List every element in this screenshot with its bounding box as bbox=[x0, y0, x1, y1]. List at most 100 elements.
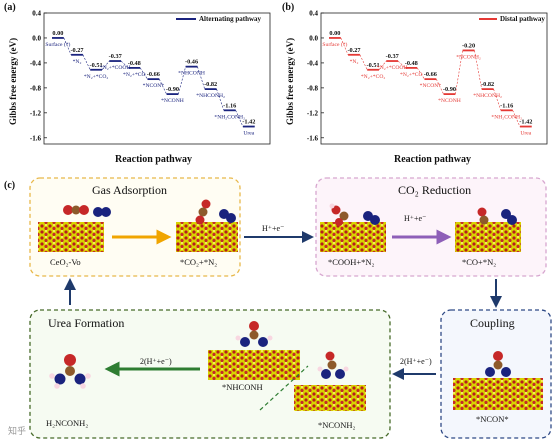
b-connector-10 bbox=[512, 110, 521, 127]
a-step-label-8: *NHCONH₂ bbox=[196, 93, 225, 99]
b-ytick-label-3: -0.8 bbox=[307, 84, 319, 92]
b-step-label-1: *N₂ bbox=[350, 59, 359, 65]
b-step-label-7: *NCONH₂ bbox=[456, 54, 481, 60]
a-value-9: -1.16 bbox=[223, 102, 236, 109]
b-step-label-5: *NCON* bbox=[420, 83, 442, 89]
b-step-label-6: *NCONH bbox=[438, 98, 461, 104]
a-connector-4 bbox=[120, 60, 129, 69]
a-ytick-label-2: -0.4 bbox=[30, 59, 42, 67]
a-connector-6 bbox=[159, 78, 167, 95]
panel-a-letter: (a) bbox=[4, 2, 16, 13]
caption-co2-n2: *CO₂+*N₂ bbox=[180, 257, 218, 267]
a-connector-9 bbox=[216, 89, 225, 111]
b-connector-9 bbox=[493, 89, 502, 111]
a-step-label-7: *NHCONH bbox=[178, 71, 205, 77]
a-connector-2 bbox=[82, 54, 91, 70]
a-connector-8 bbox=[197, 66, 206, 90]
molecule-co2-gas bbox=[63, 205, 89, 215]
a-value-2: -0.51 bbox=[90, 62, 103, 69]
a-ytick-label-4: -1.2 bbox=[30, 109, 42, 117]
a-connector-7 bbox=[178, 66, 186, 95]
slab-ceo2-vo bbox=[38, 222, 104, 252]
b-step-label-10: Urea bbox=[520, 131, 531, 137]
molecule-ncon bbox=[485, 351, 511, 377]
b-step-label-9: *NH₂CONH₂ bbox=[491, 114, 522, 120]
b-ytick-label-4: -1.2 bbox=[307, 109, 319, 117]
a-value-0: 0.00 bbox=[52, 30, 63, 37]
slab-co2-n2 bbox=[176, 222, 238, 252]
b-value-7: -0.20 bbox=[462, 42, 475, 49]
b-connector-3 bbox=[378, 60, 387, 70]
gas-adsorption-title: Gas Adsorption bbox=[92, 183, 167, 197]
a-value-5: -0.66 bbox=[147, 71, 160, 78]
b-value-3: -0.37 bbox=[386, 53, 399, 60]
slab-nhconh bbox=[208, 350, 300, 380]
caption-ceo2-vo: CeO₂-Vo bbox=[50, 257, 81, 267]
a-value-10: -1.42 bbox=[242, 119, 255, 126]
label-coupling-to-urea: 2(H⁺+e⁻) bbox=[400, 357, 432, 366]
label-nhconh-to-urea: 2(H⁺+e⁻) bbox=[140, 357, 172, 366]
a-value-8: -0.82 bbox=[204, 81, 217, 88]
b-connector-1 bbox=[340, 37, 349, 55]
panel-c-diagram bbox=[29, 177, 552, 439]
watermark: 知乎 bbox=[8, 427, 27, 437]
a-connector-3 bbox=[101, 60, 110, 70]
molecule-n2-gas bbox=[93, 207, 111, 217]
a-step-label-6: *NCONH bbox=[161, 98, 184, 104]
co2-reduction-title: CO₂ Reduction bbox=[398, 183, 472, 197]
caption-nhconh: *NHCONH bbox=[222, 382, 263, 392]
molecule-urea bbox=[49, 354, 91, 389]
a-connector-1 bbox=[63, 37, 72, 55]
panel-b-legend-label: Distal pathway bbox=[500, 15, 545, 23]
b-value-0: 0.00 bbox=[329, 30, 340, 37]
b-step-label-4: *N₂+*CO bbox=[400, 72, 423, 78]
a-value-7: -0.46 bbox=[185, 59, 198, 66]
caption-co-n2: *CO+*N₂ bbox=[462, 257, 497, 267]
molecule-cooh bbox=[329, 203, 380, 226]
a-value-6: -0.90 bbox=[166, 86, 179, 93]
b-connector-7 bbox=[455, 50, 463, 95]
label-gas-to-co2: H⁺+e⁻ bbox=[262, 224, 285, 233]
b-value-5: -0.66 bbox=[424, 71, 437, 78]
b-value-10: -1.42 bbox=[519, 119, 532, 126]
a-ytick-label-0: 0.4 bbox=[32, 10, 41, 18]
b-ytick-label-1: 0.0 bbox=[309, 34, 318, 42]
slab-nconh2 bbox=[294, 385, 366, 411]
a-step-label-3: *N₂+*COOH bbox=[100, 65, 131, 71]
a-step-label-10: Urea bbox=[243, 131, 254, 137]
slab-cooh-n2 bbox=[320, 222, 386, 252]
molecule-co bbox=[477, 207, 517, 225]
a-plot-frame bbox=[43, 12, 271, 145]
a-step-label-9: *NH₂CONH₂ bbox=[214, 114, 245, 120]
b-ytick-label-0: 0.4 bbox=[309, 10, 318, 18]
a-step-label-0: Surface (*) bbox=[45, 41, 70, 48]
panel-a-xlabel: Reaction pathway bbox=[115, 154, 192, 165]
b-ytick-label-2: -0.4 bbox=[307, 59, 319, 67]
b-value-8: -0.82 bbox=[481, 81, 494, 88]
caption-urea: H₂NCONH₂ bbox=[46, 418, 89, 428]
b-connector-6 bbox=[436, 78, 444, 95]
panel-b-letter: (b) bbox=[282, 2, 295, 13]
panel-a-legend-label: Alternating pathway bbox=[199, 15, 262, 23]
a-ytick-label-3: -0.8 bbox=[30, 84, 42, 92]
a-step-label-4: *N₂+*CO bbox=[123, 72, 146, 78]
slab-ncon bbox=[453, 378, 543, 410]
b-ytick-label-5: -1.6 bbox=[307, 134, 319, 142]
a-value-3: -0.37 bbox=[109, 53, 122, 60]
a-step-label-2: *N₂+*CO₂ bbox=[84, 74, 109, 80]
label-cooh-to-co: H⁺+e⁻ bbox=[404, 214, 427, 223]
b-step-label-2: *N₂+*CO₂ bbox=[361, 74, 386, 80]
slab-co-n2 bbox=[455, 222, 521, 252]
b-connector-8 bbox=[474, 50, 483, 90]
b-connector-2 bbox=[359, 54, 368, 70]
b-step-label-3: *N₂+*COOH bbox=[377, 65, 408, 71]
divider-dashed bbox=[259, 365, 309, 411]
b-value-9: -1.16 bbox=[500, 102, 513, 109]
panel-c-letter: (c) bbox=[4, 180, 16, 191]
a-connector-10 bbox=[235, 110, 244, 127]
molecule-co2-adsorbed bbox=[195, 199, 236, 225]
b-value-1: -0.27 bbox=[347, 47, 360, 54]
a-ytick-label-1: 0.0 bbox=[32, 34, 41, 42]
molecule-nhconh bbox=[235, 321, 273, 347]
